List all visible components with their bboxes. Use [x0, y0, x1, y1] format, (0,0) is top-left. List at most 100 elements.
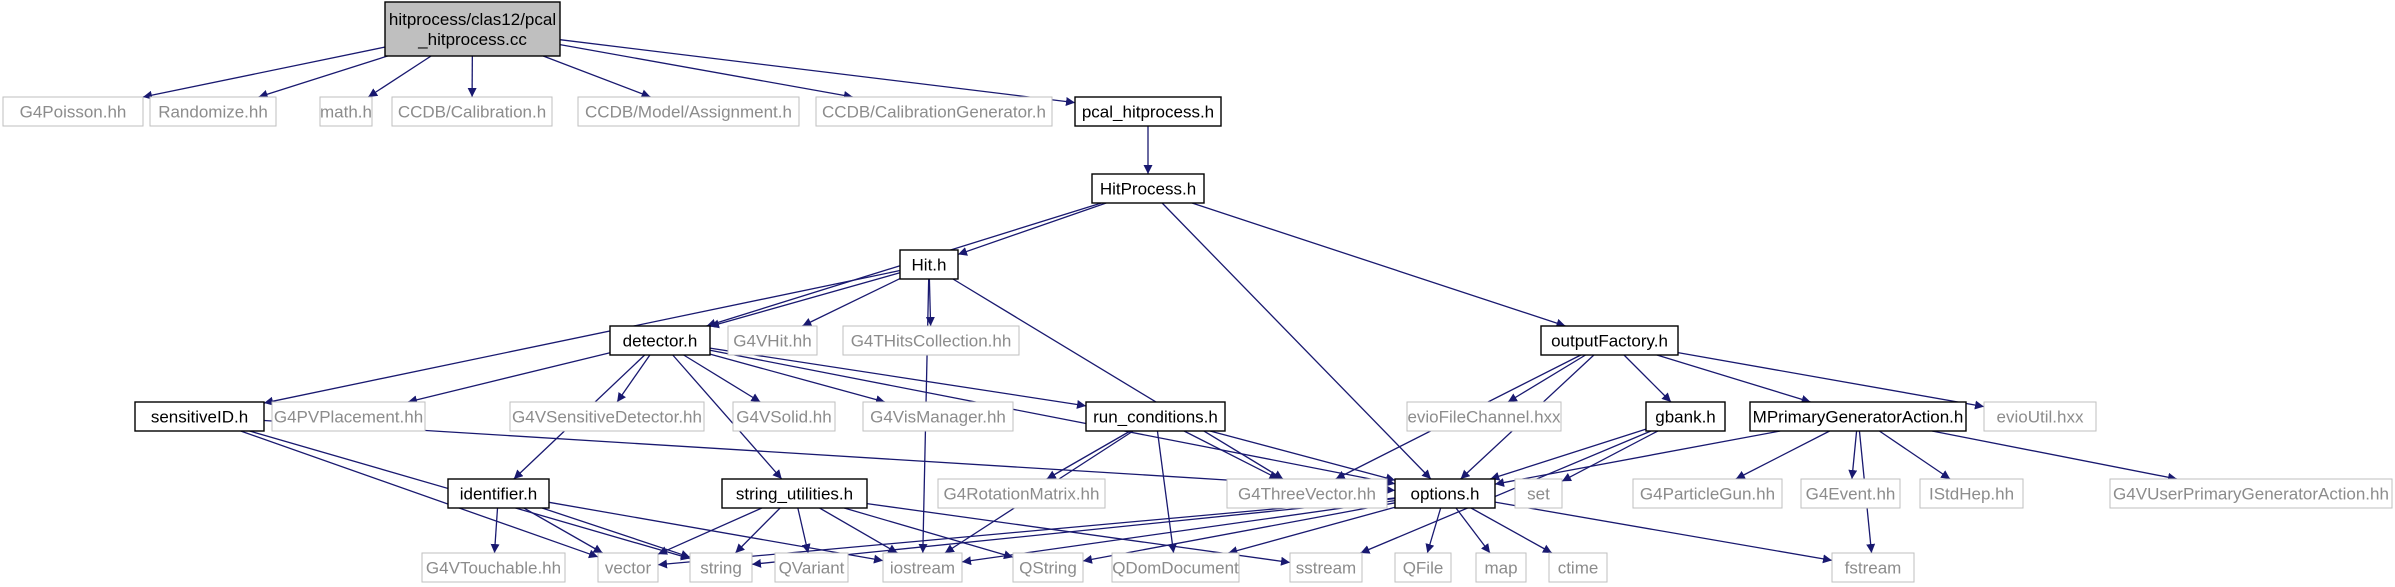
node-label: outputFactory.h [1551, 332, 1668, 351]
edge-stringutilities-to-iostream [819, 507, 898, 554]
node-g4rotation: G4RotationMatrix.hh [937, 478, 1106, 509]
node-label: CCDB/Calibration.h [398, 103, 546, 122]
edge-detector-to-options [709, 349, 1396, 487]
node-g4poisson: G4Poisson.hh [2, 96, 144, 127]
node-label: ctime [1558, 559, 1599, 578]
node-g4vismanager: G4VisManager.hh [862, 401, 1014, 432]
node-box [2109, 478, 2393, 509]
node-box [1645, 401, 1726, 432]
node-box [149, 96, 277, 127]
node-label: sstream [1296, 559, 1356, 578]
node-box [1632, 478, 1783, 509]
node-label: fstream [1845, 559, 1902, 578]
node-label: hitprocess/clas12/pcal_hitprocess.cc [389, 10, 556, 49]
edge-runconditions-to-qdomdocument [1156, 430, 1177, 554]
node-stringutilities[interactable]: string_utilities.h [721, 478, 868, 509]
edge-sensitiveid-to-vector [240, 430, 599, 559]
edge-runconditions-to-options [1209, 430, 1396, 483]
edge-detector-to-runconditions [709, 347, 1087, 409]
node-box [1012, 552, 1084, 583]
node-box [1289, 552, 1363, 583]
node-box [1749, 401, 1967, 432]
node-sstream: sstream [1289, 552, 1363, 583]
node-box [1394, 552, 1452, 583]
node-pcalh[interactable]: pcal_hitprocess.h [1074, 96, 1222, 127]
node-box [899, 249, 959, 280]
node-box [1831, 552, 1915, 583]
node-qfile: QFile [1394, 552, 1452, 583]
node-evioutil: evioUtil.hxx [1983, 401, 2097, 432]
edge-hit-to-g4thits [925, 278, 935, 327]
node-outputfactory[interactable]: outputFactory.h [1540, 325, 1679, 356]
node-qvariant: QVariant [774, 552, 849, 583]
node-ccdbgen: CCDB/CalibrationGenerator.h [815, 96, 1053, 127]
edge-runconditions-to-g4threevector [1183, 430, 1279, 480]
node-box [774, 552, 849, 583]
edge-hit-to-g4vhit [802, 277, 901, 327]
node-box [732, 401, 836, 432]
node-ccdbassign: CCDB/Model/Assignment.h [577, 96, 800, 127]
node-label: map [1484, 559, 1517, 578]
node-identifier[interactable]: identifier.h [447, 478, 550, 509]
edge-hit-to-g4threevector [952, 278, 1284, 480]
edge-stringutilities-to-qstring [843, 507, 1014, 560]
node-box [1540, 325, 1679, 356]
node-label: IStdHep.hh [1929, 485, 2014, 504]
node-label: pcal_hitprocess.h [1082, 103, 1214, 122]
edge-gbank-to-set [1561, 430, 1659, 482]
node-box [319, 96, 373, 127]
node-options[interactable]: options.h [1394, 478, 1496, 509]
edge-identifier-to-iostream [548, 501, 884, 564]
node-g4particlegun: G4ParticleGun.hh [1632, 478, 1783, 509]
node-runconditions[interactable]: run_conditions.h [1085, 401, 1226, 432]
node-label: Randomize.hh [158, 103, 268, 122]
node-label: G4VTouchable.hh [426, 559, 561, 578]
node-box [2, 96, 144, 127]
node-root[interactable]: hitprocess/clas12/pcal_hitprocess.cc [384, 1, 561, 57]
node-hitprocess[interactable]: HitProcess.h [1091, 173, 1205, 204]
node-g4event: G4Event.hh [1800, 478, 1901, 509]
node-label: G4VUserPrimaryGeneratorAction.hh [2113, 485, 2389, 504]
node-label: sensitiveID.h [151, 408, 248, 427]
node-label: G4Poisson.hh [20, 103, 127, 122]
node-randomize: Randomize.hh [149, 96, 277, 127]
edge-options-to-fstream [1494, 501, 1833, 564]
node-box [391, 96, 553, 127]
node-box [721, 478, 868, 509]
node-box [1983, 401, 2097, 432]
edge-options-to-ctime [1470, 507, 1553, 554]
node-label: CCDB/CalibrationGenerator.h [822, 103, 1046, 122]
node-gbank[interactable]: gbank.h [1645, 401, 1726, 432]
node-label: G4VSolid.hh [736, 408, 831, 427]
node-detector[interactable]: detector.h [609, 325, 711, 356]
node-sensitiveid[interactable]: sensitiveID.h [134, 401, 265, 432]
node-g4threevector: G4ThreeVector.hh [1226, 478, 1388, 509]
node-g4vtouchable: G4VTouchable.hh [421, 552, 566, 583]
edge-options-to-map [1455, 507, 1491, 554]
edge-gbank-to-sstream [1360, 430, 1652, 554]
node-ccdbcal: CCDB/Calibration.h [391, 96, 553, 127]
node-box [862, 401, 1014, 432]
node-label: gbank.h [1655, 408, 1716, 427]
node-label: MPrimaryGeneratorAction.h [1753, 408, 1964, 427]
node-label: QDomDocument [1112, 559, 1239, 578]
edge-options-to-qdomdocument [1228, 506, 1396, 555]
node-vector: vector [597, 552, 659, 583]
node-g4vsensdet: G4VSensitiveDetector.hh [509, 401, 705, 432]
node-box [1394, 478, 1496, 509]
node-box [882, 552, 963, 583]
node-label: string_utilities.h [736, 485, 853, 504]
edge-runconditions-to-g4rotation [1046, 430, 1131, 480]
node-map: map [1475, 552, 1527, 583]
node-label: G4THitsCollection.hh [851, 332, 1012, 351]
node-box [597, 552, 659, 583]
node-hit[interactable]: Hit.h [899, 249, 959, 280]
node-box [689, 552, 753, 583]
node-label: string [700, 559, 742, 578]
edge-hitprocess-to-outputfactory [1191, 202, 1566, 328]
node-mprimary[interactable]: MPrimaryGeneratorAction.h [1749, 401, 1967, 432]
edge-options-to-qstring [1082, 502, 1396, 564]
node-g4vhit: G4VHit.hh [727, 325, 818, 356]
